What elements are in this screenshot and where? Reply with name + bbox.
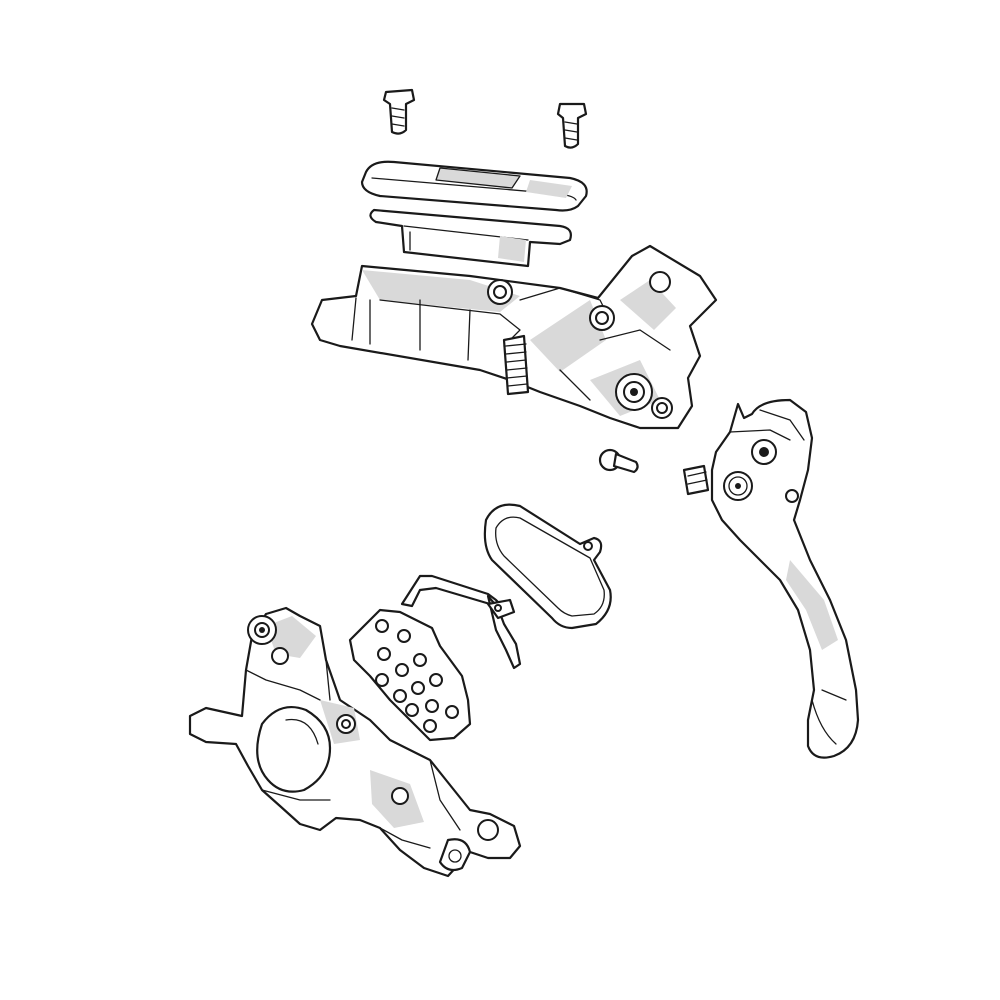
- reservoir-cover: [360, 160, 588, 212]
- brake-pad-backing: [348, 608, 472, 742]
- reservoir-bladder: [369, 208, 572, 268]
- mounting-bolt-right: [556, 102, 588, 149]
- master-cylinder-body: [310, 244, 718, 430]
- pad-spring-clip: [400, 574, 522, 670]
- brake-lever-blade: [682, 398, 860, 759]
- lever-pivot-bolt: [598, 448, 639, 474]
- brake-caliper: [188, 606, 522, 878]
- lever-adjust-knob: [728, 476, 748, 496]
- brake-pad: [483, 503, 612, 630]
- mounting-bolt-left: [382, 88, 416, 135]
